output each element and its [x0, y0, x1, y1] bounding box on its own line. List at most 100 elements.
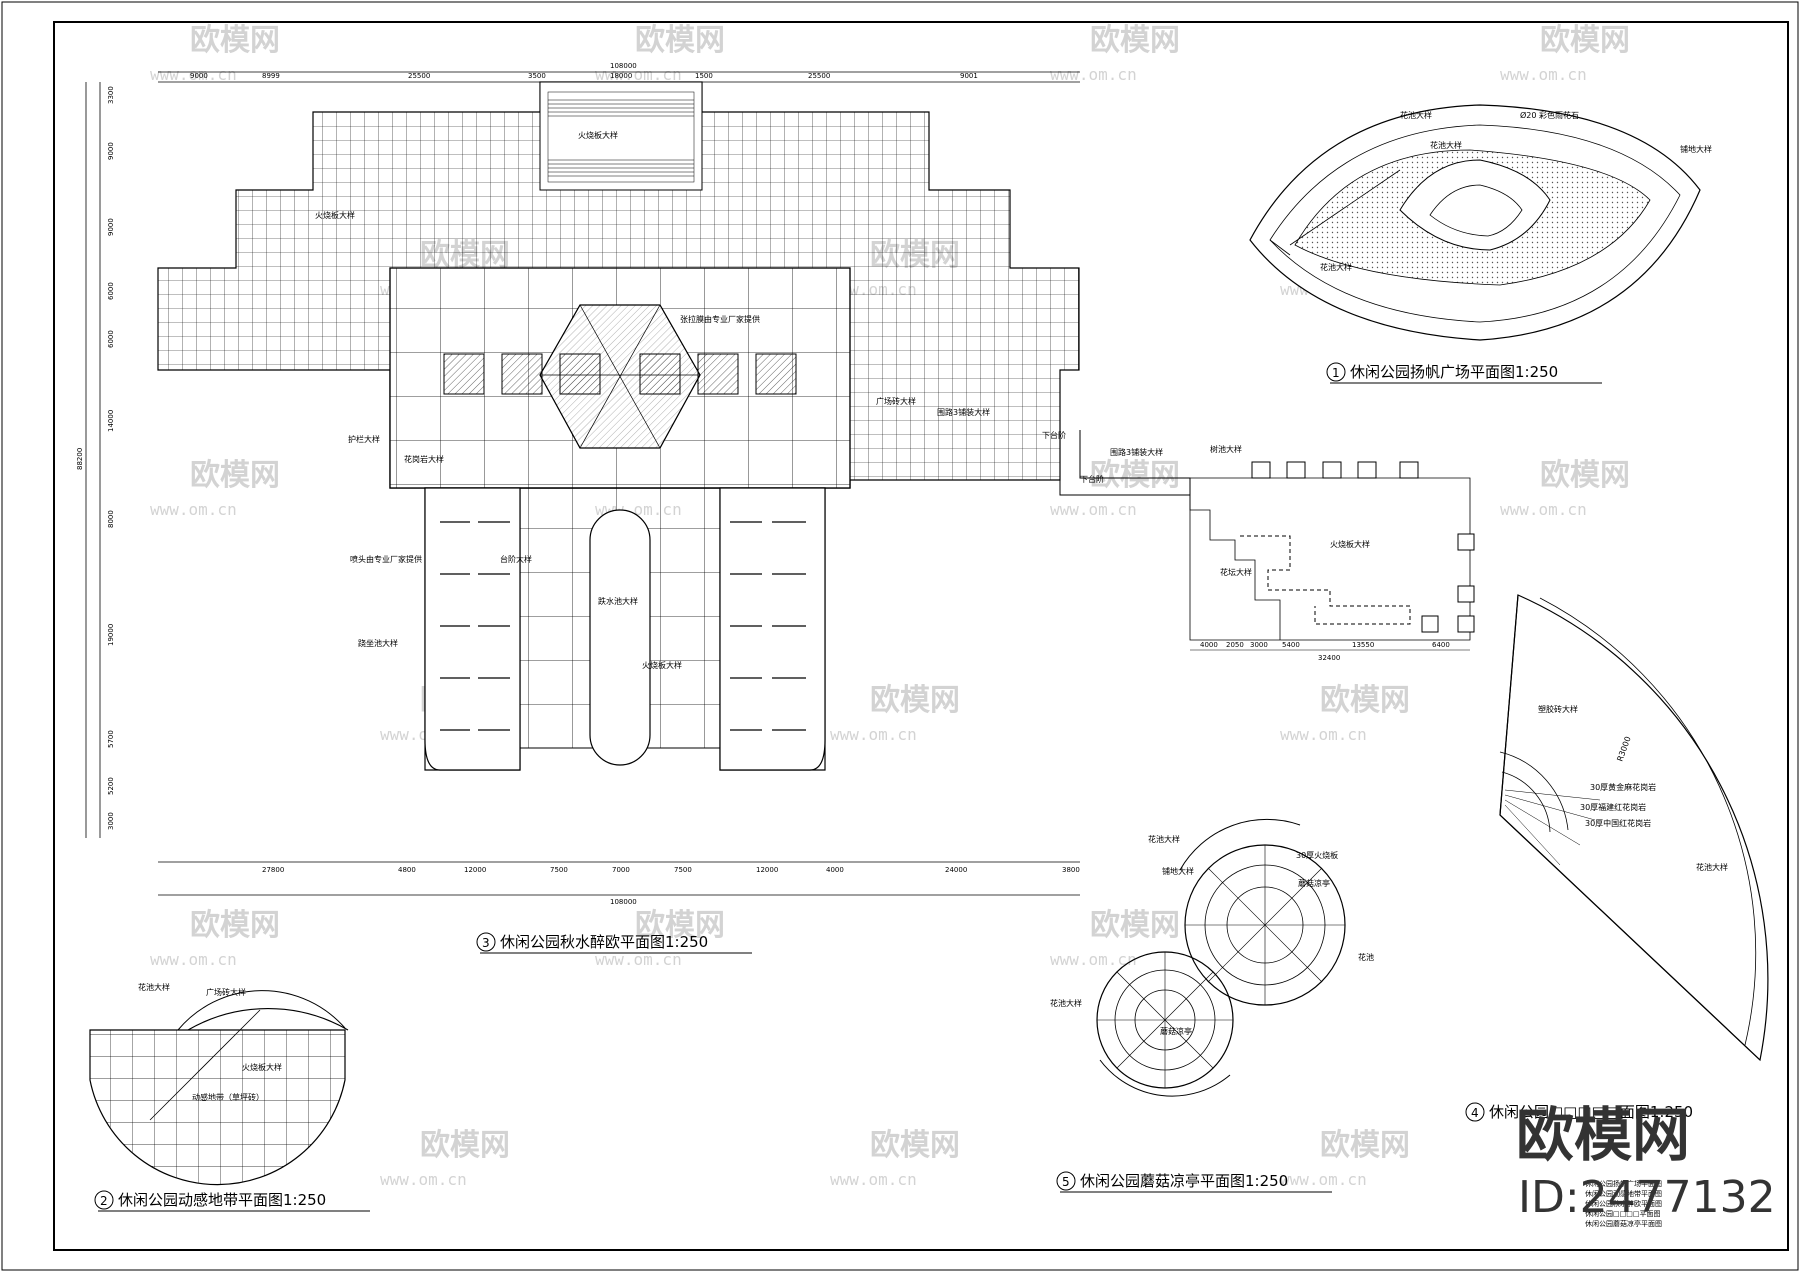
title-block-line: 休闲公园蘑菇凉亭平面图 — [1585, 1219, 1662, 1228]
label-moguliang: 蘑菇凉亭 — [1160, 1026, 1192, 1036]
label-huachi: 花池大样 — [1050, 998, 1082, 1008]
watermark-logo: 欧模网 — [1090, 23, 1180, 58]
title-number-circle — [1465, 1102, 1485, 1122]
label-huachi: 花池大样 — [1400, 110, 1432, 120]
label-weilu: 围路3铺装大样 — [1110, 447, 1163, 457]
dim-right-plan: 13550 — [1352, 641, 1374, 649]
dim-right-plan: 2050 — [1226, 641, 1244, 649]
watermark-logo: 欧模网 — [190, 23, 280, 58]
dim-left: 3300 — [107, 86, 115, 104]
dim-right-plan-total: 32400 — [1318, 654, 1340, 662]
dim-bottom: 27800 — [262, 866, 284, 874]
label-huachi: 花池大样 — [1430, 140, 1462, 150]
dim-right-plan: 4000 — [1200, 641, 1218, 649]
watermark-logo: 欧模网 — [1540, 23, 1630, 58]
dim-right-plan: 6400 — [1432, 641, 1450, 649]
brand-watermark: 欧模网 ID:2477132 — [1516, 1101, 1776, 1223]
label-huoshao: 火烧板大样 — [642, 660, 682, 670]
watermark-url: www.om.cn — [150, 65, 237, 84]
plan-1-yangfan: 花池大样 Ø20 彩色雨花石 铺地大样 花池大样 花池大样 1 休闲公园扬帆广场… — [1249, 104, 1712, 384]
label-huoshao: 火烧板大样 — [315, 210, 355, 220]
plan-4-fan: 塑胶砖大样 30厚黄金麻花岗岩 30厚福建红花岗岩 30厚中国红花岗岩 花池大样… — [1465, 594, 1769, 1122]
brand-logo: 欧模网 — [1516, 1101, 1690, 1169]
watermark-logo: 欧模网 — [1320, 683, 1410, 718]
watermark-logo: 欧模网 — [190, 458, 280, 493]
watermark-url: www.om.cn — [595, 65, 682, 84]
label-dongganddi: 动感地带（草坪砖） — [192, 1092, 264, 1102]
watermark-logo: 欧模网 — [635, 908, 725, 943]
dim-top-values: 9000 8999 25500 3500 18000 1500 25500 90… — [190, 72, 978, 80]
watermark-url: www.om.cn — [1280, 725, 1367, 744]
dim-left: 19000 — [107, 624, 115, 646]
dim-right-plan-values: 4000 2050 3000 5400 13550 6400 — [1200, 641, 1450, 649]
watermark-logo: 欧模网 — [190, 908, 280, 943]
plan-5-mogu: 花池大样 30厚火烧板 铺地大样 蘑菇凉亭 花池 花池大样 蘑菇凉亭 5 休闲公… — [1050, 818, 1374, 1193]
dim-bottom: 4800 — [398, 866, 416, 874]
title-number: 4 — [1471, 1106, 1479, 1120]
plan-right-middle: 4000 2050 3000 5400 13550 6400 32400 围路3… — [1110, 444, 1475, 662]
dim-top: 25500 — [408, 72, 430, 80]
title-number-circle — [94, 1190, 114, 1210]
label-shuchi: 树池大样 — [1210, 444, 1242, 454]
label-pudi: 铺地大样 — [1162, 866, 1194, 876]
label-huoshao: 火烧板大样 — [578, 130, 618, 140]
title-number-circle — [476, 932, 496, 952]
label-huachi: 花池大样 — [1148, 834, 1180, 844]
dim-left: 6000 — [107, 330, 115, 348]
watermark-url: www.om.cn — [150, 950, 237, 969]
title-number: 3 — [482, 936, 490, 950]
dim-top: 9001 — [960, 72, 978, 80]
label-huagang: 花岗岩大样 — [404, 454, 444, 464]
label-30c: 30厚中国红花岗岩 — [1585, 818, 1651, 828]
title-block-line: 休闲公园□□□□平面图 — [1585, 1209, 1660, 1218]
label-huatan: 花坛大样 — [1220, 567, 1252, 577]
dim-bottom: 24000 — [945, 866, 967, 874]
title-block-line: 休闲公园秋水醉欧平面图 — [1585, 1199, 1662, 1208]
dim-bottom: 4000 — [826, 866, 844, 874]
label-30b: 30厚福建红花岗岩 — [1580, 802, 1646, 812]
title-plan-5: 休闲公园蘑菇凉亭平面图1:250 — [1080, 1172, 1288, 1190]
title-number: 5 — [1062, 1175, 1070, 1189]
title-block-line: 休闲公园动感地带平面图 — [1585, 1189, 1662, 1198]
dim-bottom: 7000 — [612, 866, 630, 874]
dim-right-plan: 5400 — [1282, 641, 1300, 649]
watermark-url: www.om.cn — [595, 950, 682, 969]
watermark-logo: 欧模网 — [1320, 1128, 1410, 1163]
watermark-url: www.om.cn — [830, 725, 917, 744]
label-pentou: 喷头由专业厂家提供 — [350, 554, 422, 564]
dim-top-total: 108000 — [610, 62, 637, 70]
watermark-logo: 欧模网 — [420, 1128, 510, 1163]
label-guangchang: 广场砖大样 — [206, 987, 246, 997]
watermark-url: www.om.cn — [1050, 65, 1137, 84]
plan-2-donggan: 花池大样 广场砖大样 火烧板大样 动感地带（草坪砖） 2 休闲公园动感地带平面图… — [89, 982, 370, 1212]
title-number: 2 — [100, 1194, 108, 1208]
title-plan-4: 休闲公园□□□□□面图1:250 — [1489, 1103, 1693, 1121]
label-pudi: 铺地大样 — [1680, 144, 1712, 154]
watermark-logo: 欧模网 — [870, 683, 960, 718]
dim-bottom: 12000 — [464, 866, 486, 874]
dim-left: 5700 — [107, 730, 115, 748]
dim-bottom: 12000 — [756, 866, 778, 874]
watermark-logo: 欧模网 — [1090, 908, 1180, 943]
watermark-url: www.om.cn — [1500, 500, 1587, 519]
label-30a: 30厚黄金麻花岗岩 — [1590, 782, 1656, 792]
label-qiansu: 塑胶砖大样 — [1538, 704, 1578, 714]
watermark-logo: 欧模网 — [1090, 458, 1180, 493]
label-zongfang: Ø20 彩色雨花石 — [1520, 110, 1579, 120]
label-huachi: 花池 — [1358, 952, 1374, 962]
dim-top: 18000 — [610, 72, 632, 80]
title-number: 1 — [1332, 366, 1340, 380]
label-huachi: 花池大样 — [1696, 862, 1728, 872]
title-block-list: 休闲公园扬帆广场平面图 休闲公园动感地带平面图 休闲公园秋水醉欧平面图 休闲公园… — [1585, 1179, 1662, 1228]
watermark-logo: 欧模网 — [635, 23, 725, 58]
label-weilu: 围路3铺装大样 — [937, 407, 990, 417]
drawing-frame — [53, 21, 1789, 1251]
label-hulan: 护栏大样 — [348, 434, 380, 444]
label-moguliang: 蘑菇凉亭 — [1298, 878, 1330, 888]
dim-bottom: 7500 — [674, 866, 692, 874]
dim-bottom: 3800 — [1062, 866, 1080, 874]
dim-left: 14000 — [107, 410, 115, 432]
dim-left: 8000 — [107, 510, 115, 528]
